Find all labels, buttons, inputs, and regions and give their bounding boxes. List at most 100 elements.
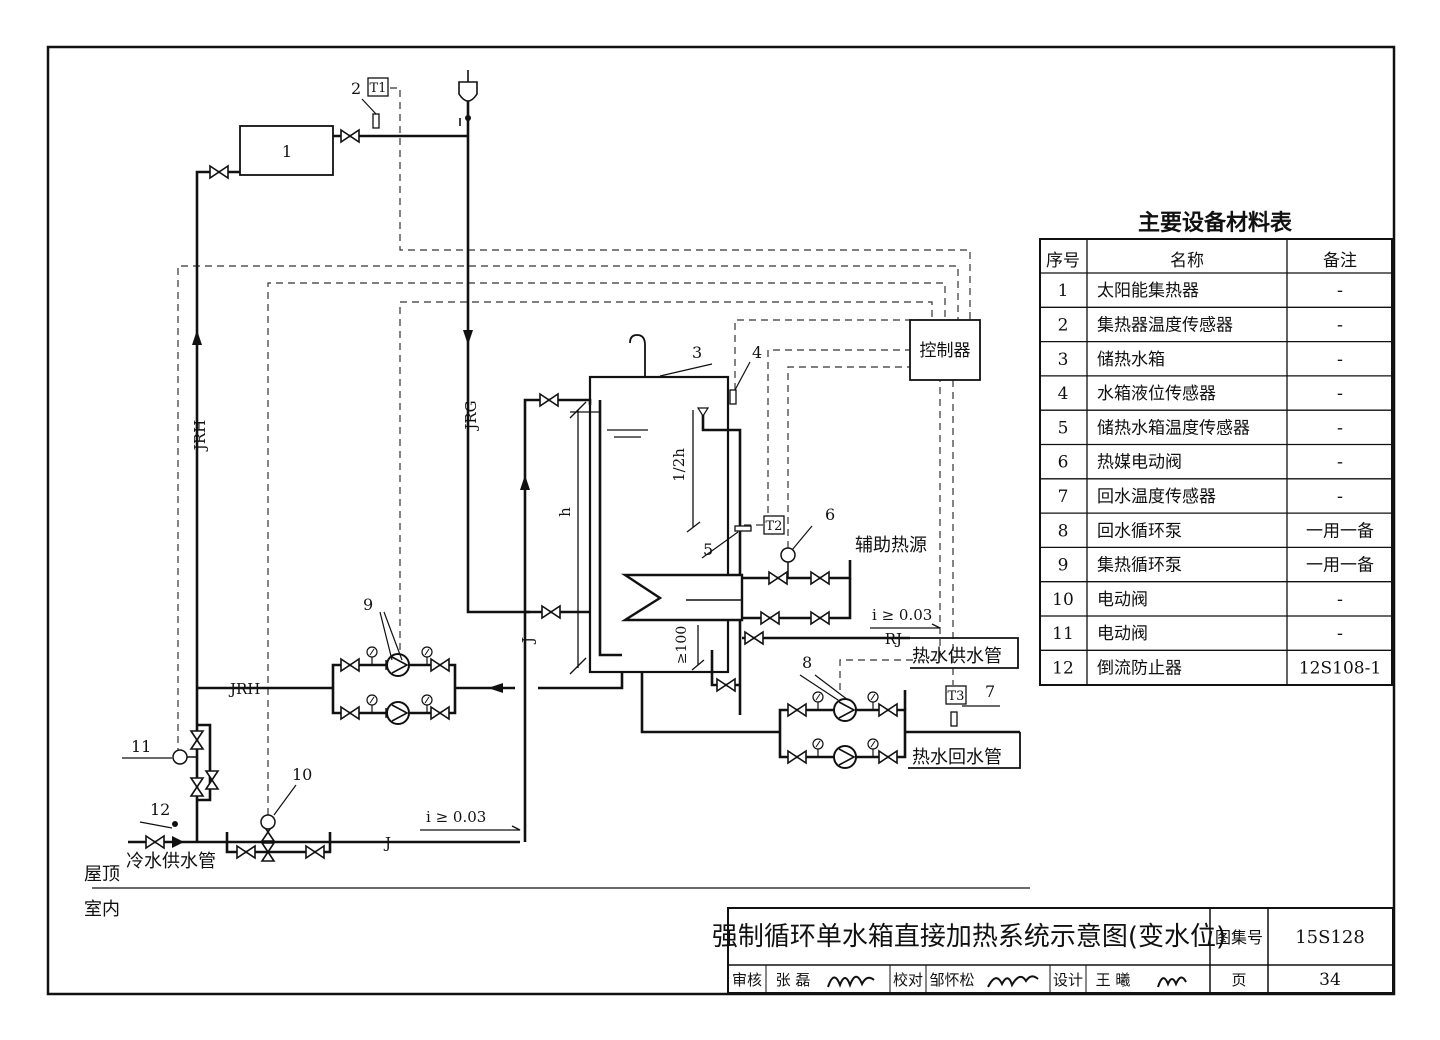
num-7: 7: [985, 682, 995, 701]
table-cell-note: -: [1337, 315, 1343, 335]
table-cell-name: 倒流防止器: [1097, 658, 1182, 678]
label-indoor: 室内: [84, 899, 120, 920]
num-5: 5: [703, 540, 713, 559]
table-cell-no: 10: [1052, 590, 1074, 610]
table-cell-no: 4: [1058, 384, 1069, 404]
table-row: 11 电动阀 -: [1052, 624, 1343, 644]
drawing-frame: [46, 45, 1396, 996]
table-cell-note: -: [1337, 624, 1343, 644]
label-rj: RJ: [885, 630, 902, 648]
table-cell-note: 12S108-1: [1299, 658, 1381, 678]
table-row: 4 水箱液位传感器 -: [1058, 384, 1343, 404]
table-cell-name: 集热循环泵: [1097, 556, 1182, 576]
label-t3: T3: [948, 689, 965, 704]
header-note: 备注: [1323, 251, 1357, 271]
table-row: 7 回水温度传感器 -: [1058, 487, 1343, 507]
valves: [145, 129, 898, 862]
label-slope-bottom: i ≥ 0.03: [426, 808, 486, 826]
label-min-100: ≥100: [674, 626, 690, 664]
leader-lines: [92, 98, 1030, 889]
table-cell-no: 8: [1058, 521, 1069, 541]
header-name: 名称: [1170, 251, 1204, 271]
label-j-v: J: [519, 637, 537, 645]
table-cell-note: -: [1337, 384, 1343, 404]
label-t2: T2: [766, 519, 783, 534]
table-cell-name: 储热水箱: [1097, 350, 1165, 370]
solar-collector: [239, 125, 334, 176]
slope-arrows: [420, 623, 941, 831]
drawing-title: 强制循环单水箱直接加热系统示意图(变水位): [712, 922, 1226, 952]
motorized-valve-6: [780, 547, 796, 578]
table-row: 12 倒流防止器 12S108-1: [1052, 658, 1381, 678]
num-3: 3: [692, 343, 702, 362]
table-cell-name: 水箱液位传感器: [1097, 384, 1216, 404]
table-cell-no: 1: [1058, 281, 1069, 301]
designer-signature: [1157, 976, 1187, 988]
num-10: 10: [292, 765, 312, 784]
review-label: 审核: [732, 971, 762, 989]
motorized-valve-11: [172, 749, 197, 765]
table-cell-note: -: [1337, 453, 1343, 473]
table-row: 9 集热循环泵 一用一备: [1058, 556, 1374, 576]
table-cell-note: -: [1337, 487, 1343, 507]
table-cell-no: 9: [1058, 556, 1069, 576]
table-cell-note: 一用一备: [1306, 556, 1374, 576]
flow-arrows: [192, 330, 530, 693]
table-cell-name: 回水循环泵: [1097, 521, 1182, 541]
atlas-no: 15S128: [1295, 927, 1365, 948]
num-4: 4: [752, 343, 762, 362]
label-hot-supply: 热水供水管: [912, 646, 1002, 667]
page-label: 页: [1231, 971, 1246, 989]
storage-tank: [588, 334, 744, 674]
design-label: 设计: [1053, 971, 1083, 989]
table-row: 1 太阳能集热器 -: [1058, 281, 1343, 301]
label-aux-heat: 辅助热源: [855, 535, 927, 556]
table-cell-no: 3: [1058, 350, 1069, 370]
table-cell-name: 集热器温度传感器: [1097, 315, 1233, 335]
reviewer-name: 张 磊: [776, 971, 811, 989]
air-vent: [458, 70, 478, 126]
table-cell-no: 6: [1058, 453, 1069, 473]
num-8: 8: [802, 653, 812, 672]
table-cell-note: -: [1337, 590, 1343, 610]
controller-box: [909, 319, 981, 381]
num-6: 6: [825, 505, 835, 524]
table-cell-no: 12: [1052, 658, 1074, 678]
diagram-labels: T1 T2 T3 2 3 4 5 6 7 8 9 10 11 12 辅助热源 热…: [84, 79, 1002, 920]
label-slope-top: i ≥ 0.03: [872, 606, 932, 624]
table-cell-note: -: [1337, 418, 1343, 438]
piping: [128, 95, 1020, 854]
backflow-preventer: [172, 821, 184, 848]
label-h: h: [556, 507, 574, 517]
title-block: 强制循环单水箱直接加热系统示意图(变水位) 图集号 15S128 审核 张 磊 …: [712, 907, 1394, 994]
label-jrh-h: JRH: [228, 680, 260, 698]
table-cell-no: 11: [1052, 624, 1074, 644]
table-cell-name: 回水温度传感器: [1097, 487, 1216, 507]
controller-label: 控制器: [920, 341, 971, 361]
table-title: 主要设备材料表: [1138, 210, 1293, 236]
reviewer-signature: [827, 975, 875, 988]
label-hot-return: 热水回水管: [912, 747, 1002, 768]
designer-name: 王 曦: [1096, 971, 1131, 989]
table-cell-no: 7: [1058, 487, 1069, 507]
table-cell-name: 太阳能集热器: [1097, 281, 1199, 301]
table-row: 5 储热水箱温度传感器 -: [1058, 418, 1343, 438]
table-cell-no: 5: [1058, 418, 1069, 438]
atlas-label: 图集号: [1215, 928, 1263, 947]
table-cell-name: 电动阀: [1097, 624, 1148, 644]
num-9: 9: [363, 595, 373, 614]
label-half-h: 1/2h: [670, 448, 688, 482]
table-cell-note: -: [1337, 281, 1343, 301]
label-jrg-v: JRG: [462, 400, 480, 431]
label-cold-supply: 冷水供水管: [126, 851, 216, 872]
label-jrh-v: JRH: [191, 420, 209, 452]
header-no: 序号: [1046, 251, 1080, 271]
table-cell-name: 储热水箱温度传感器: [1097, 418, 1250, 438]
num-11: 11: [131, 737, 151, 756]
